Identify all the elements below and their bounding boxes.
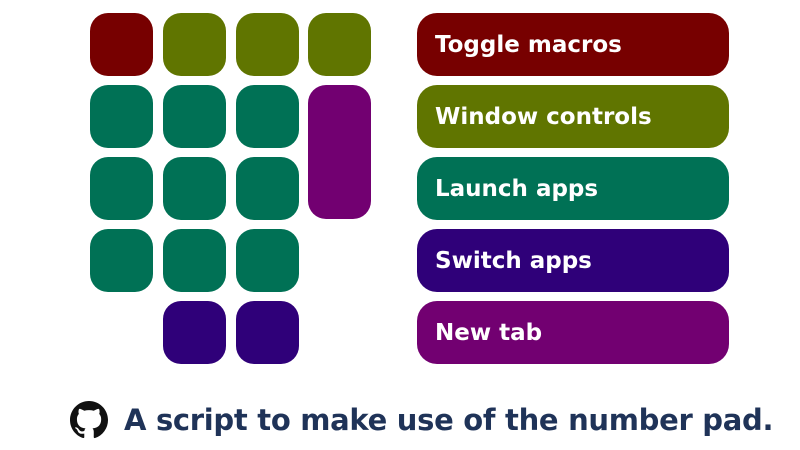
numpad-key-4 <box>90 157 153 220</box>
legend-item-launch-apps: Launch apps <box>417 157 729 220</box>
legend-item-new-tab: New tab <box>417 301 729 364</box>
legend-item-window-controls: Window controls <box>417 85 729 148</box>
numpad-key-2 <box>163 229 226 292</box>
numpad-key-9 <box>236 85 299 148</box>
footer-text: A script to make use of the number pad. <box>124 403 774 437</box>
numpad-key-3 <box>236 229 299 292</box>
legend-label: New tab <box>435 319 543 346</box>
numpad-key-plus <box>308 85 371 219</box>
github-icon <box>70 401 108 439</box>
legend-label: Window controls <box>435 103 652 130</box>
legend-item-toggle-macros: Toggle macros <box>417 13 729 76</box>
numpad-key-minus <box>308 13 371 76</box>
footer: A script to make use of the number pad. <box>70 400 774 440</box>
numpad-key-1 <box>90 229 153 292</box>
legend-label: Switch apps <box>435 247 592 274</box>
numpad-key-0 <box>163 301 226 364</box>
numpad-key-multiply <box>236 13 299 76</box>
numpad-key-numlock <box>90 13 153 76</box>
legend-label: Toggle macros <box>435 31 622 58</box>
numpad-key-decimal <box>236 301 299 364</box>
numpad-key-8 <box>163 85 226 148</box>
numpad-key-6 <box>236 157 299 220</box>
numpad-key-divide <box>163 13 226 76</box>
legend-label: Launch apps <box>435 175 599 202</box>
legend-item-switch-apps: Switch apps <box>417 229 729 292</box>
numpad-key-7 <box>90 85 153 148</box>
numpad-key-5 <box>163 157 226 220</box>
